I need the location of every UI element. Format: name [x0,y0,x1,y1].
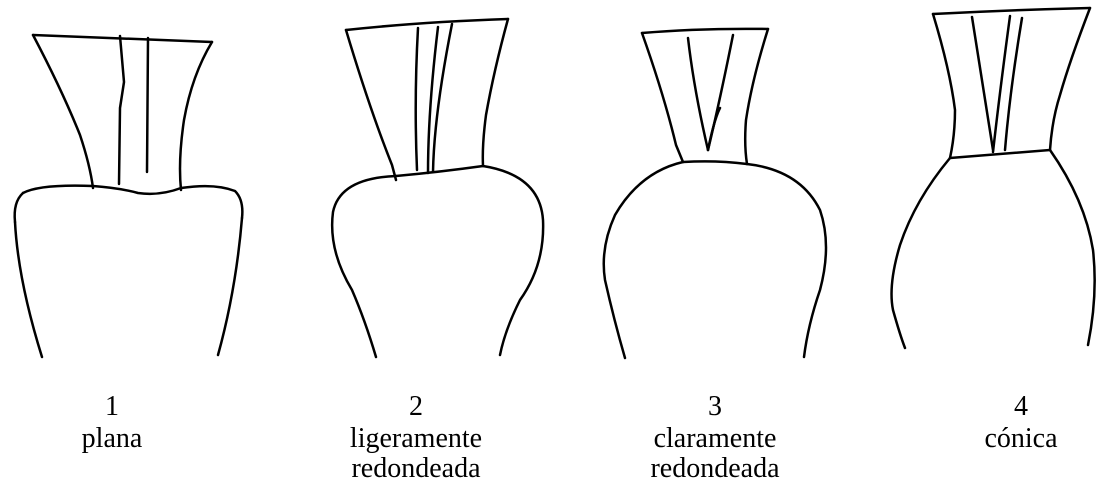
shape-1-plana-drawing [15,35,243,357]
shape-1-label: plana [2,424,222,454]
shape-3-number: 3 [605,392,825,422]
shape-2-number: 2 [306,392,526,422]
shape-diagram [0,0,1101,380]
shape-2-body [332,166,543,357]
shape-2-ligeramente-drawing [332,19,543,357]
shape-4-body [892,150,1095,348]
shape-4-label: cónica [911,424,1101,454]
shape-3-body [604,161,826,358]
shape-3-leaf [642,29,768,164]
shape-4-leaf [933,8,1090,158]
shape-4-conica-drawing [892,8,1095,348]
shape-2-leaf [346,19,508,180]
shape-1-number: 1 [2,392,222,422]
shape-3-claramente-drawing [604,29,826,358]
shape-2-label: ligeramente redondeada [306,424,526,484]
shape-3-label: claramente redondeada [605,424,825,484]
shape-1-leaf [33,35,212,190]
shape-1-body [15,186,243,357]
shape-4-number: 4 [911,392,1101,422]
